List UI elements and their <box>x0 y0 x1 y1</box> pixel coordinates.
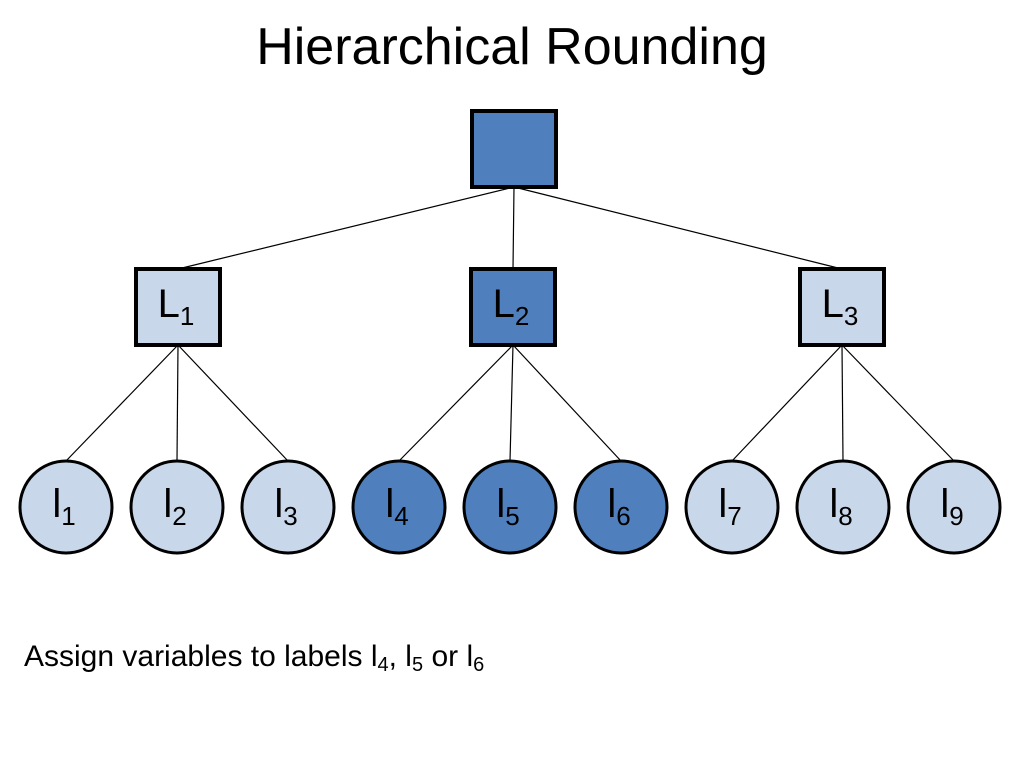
edge-L2-to-l6 <box>512 344 622 462</box>
leaf-node-l1: l1 <box>18 459 114 555</box>
leaf-circle-l1 <box>18 459 114 555</box>
tree-edges <box>65 186 955 462</box>
leaf-node-l6: l6 <box>573 459 669 555</box>
root-node <box>470 109 558 189</box>
level1-node-L2: L2 <box>469 267 557 347</box>
edge-root-to-L1 <box>177 186 515 270</box>
leaf-label-l5: l5 <box>496 482 519 531</box>
level1-node-L1: L1 <box>134 267 222 347</box>
leaf-label-l6: l6 <box>607 482 630 531</box>
leaf-node-l4: l4 <box>351 459 447 555</box>
leaf-node-l5: l5 <box>462 459 558 555</box>
leaf-node-l9: l9 <box>906 459 1002 555</box>
tree-nodes: L1 L2 L3 l1 l2 l3 l4 l5 l6 l7 l8 l9 <box>18 109 1002 555</box>
leaf-circle-l2 <box>129 459 225 555</box>
caption-sep-2: or l <box>423 640 474 673</box>
leaf-label-l4: l4 <box>385 482 408 531</box>
leaf-node-l7: l7 <box>684 459 780 555</box>
leaf-node-l8: l8 <box>795 459 891 555</box>
caption-sub-5: 5 <box>411 654 424 676</box>
leaf-label-l7: l7 <box>718 482 741 531</box>
level1-node-L3: L3 <box>798 267 886 347</box>
level1-label-L1: L1 <box>158 282 195 331</box>
leaf-circle-l7 <box>684 459 780 555</box>
leaf-label-l3: l3 <box>274 482 297 531</box>
leaf-label-l9: l9 <box>940 482 963 531</box>
leaf-circle-l3 <box>240 459 336 555</box>
edge-L3-to-l8 <box>841 344 844 462</box>
leaf-node-l3: l3 <box>240 459 336 555</box>
level1-label-L2: L2 <box>493 282 530 331</box>
edge-L1-to-l1 <box>65 344 179 462</box>
edge-L1-to-l2 <box>176 344 179 462</box>
leaf-label-l1: l1 <box>52 482 75 531</box>
leaf-circle-l4 <box>351 459 447 555</box>
level1-box-L2 <box>469 267 557 347</box>
level1-box-L3 <box>798 267 886 347</box>
caption-sub-6: 6 <box>473 654 485 676</box>
edge-root-to-L3 <box>513 186 843 270</box>
caption-text: Assign variables to labels l <box>24 640 378 673</box>
edge-root-to-L2 <box>512 186 515 270</box>
leaf-circle-l8 <box>795 459 891 555</box>
edge-L3-to-l9 <box>841 344 955 462</box>
edge-L1-to-l3 <box>177 344 289 462</box>
leaf-circle-l6 <box>573 459 669 555</box>
caption-sub-4: 4 <box>377 654 389 676</box>
edge-L2-to-l5 <box>509 344 514 462</box>
level1-box-L1 <box>134 267 222 347</box>
level1-label-L3: L3 <box>822 282 859 331</box>
slide-title: Hierarchical Rounding <box>256 18 768 76</box>
edge-L2-to-l4 <box>398 344 514 462</box>
caption: Assign variables to labels l4, l5 or l6 <box>24 640 485 676</box>
leaf-circle-l5 <box>462 459 558 555</box>
leaf-circle-l9 <box>906 459 1002 555</box>
caption-sep-1: , l <box>388 640 412 673</box>
edge-L3-to-l7 <box>731 344 843 462</box>
leaf-node-l2: l2 <box>129 459 225 555</box>
leaf-label-l2: l2 <box>163 482 186 531</box>
leaf-label-l8: l8 <box>829 482 852 531</box>
